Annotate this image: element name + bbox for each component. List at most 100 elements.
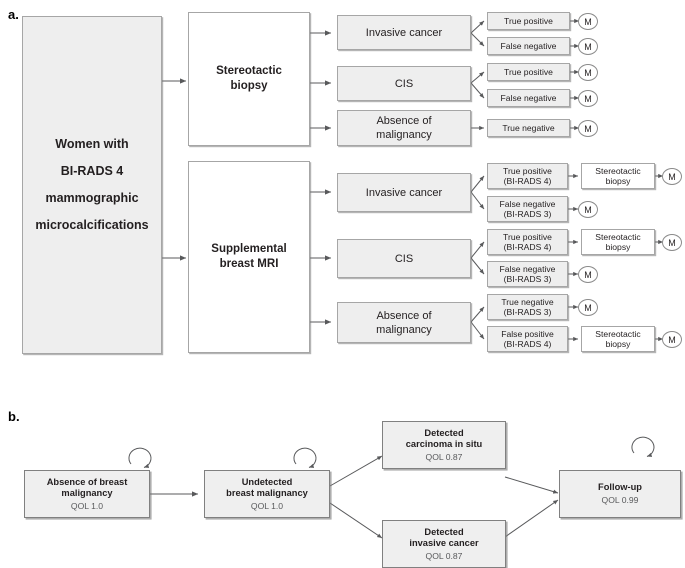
b2-outcome-3-line-2: malignancy — [376, 323, 432, 336]
state-detected-carcinoma-in-situ: Detected carcinoma in situ QOL 0.87 — [382, 421, 506, 469]
b2-markov-node-4: M — [578, 266, 598, 283]
b2-test-4-line-2: (BI-RADS 3) — [503, 274, 552, 284]
markov-label: M — [584, 302, 592, 313]
markov-label: M — [584, 67, 592, 78]
state-2-qol: QOL 1.0 — [250, 500, 284, 511]
state-4-line-2: invasive cancer — [409, 538, 479, 548]
b2-test-5-line-2: (BI-RADS 3) — [503, 307, 552, 317]
b1-test-true-negative: True negative — [487, 119, 570, 137]
root-population-node: Women with BI-RADS 4 mammographic microc… — [22, 16, 162, 354]
b2-test-false-negative-birads3-1: False negative (BI-RADS 3) — [487, 196, 568, 222]
b2-followup-biopsy-2: Stereotactic biopsy — [581, 229, 655, 255]
markov-label: M — [584, 16, 592, 27]
state-3-line-1: Detected — [424, 427, 464, 438]
state-4-qol: QOL 0.87 — [425, 550, 463, 561]
root-line-1: Women with — [55, 137, 129, 151]
b1-outcome-3-line-1: Absence of — [376, 115, 432, 127]
b2-test-1-line-2: (BI-RADS 4) — [503, 176, 552, 186]
b2-followup-biopsy-3: Stereotactic biopsy — [581, 326, 655, 352]
b2-test-3-line-1: True positive — [503, 231, 552, 242]
edge-b1-cis-fn — [470, 82, 485, 99]
b1-test-true-positive-2: True positive — [487, 63, 570, 81]
root-line-4: microcalcifications — [35, 218, 149, 232]
b2-markov-node-6: M — [662, 331, 682, 348]
markov-label: M — [584, 204, 592, 215]
markov-label: M — [584, 269, 592, 280]
b1-outcome-2-line-1: CIS — [394, 77, 414, 90]
state-2-line-1: Undetected — [241, 476, 293, 487]
strategy-2-line-2: breast MRI — [219, 258, 279, 270]
b2-test-5-line-1: True negative — [501, 296, 554, 307]
root-line-3: mammographic — [45, 191, 139, 205]
state-5-qol: QOL 0.99 — [601, 494, 639, 505]
state-1-qol: QOL 1.0 — [70, 500, 104, 511]
state-1-line-1: Absence of breast — [46, 476, 128, 487]
edge-undetected-to-cis — [329, 455, 383, 487]
self-loop-followup — [631, 436, 655, 457]
b2-test-true-positive-birads4-2: True positive (BI-RADS 4) — [487, 229, 568, 255]
b2-followup-3-line-1: Stereotactic — [595, 328, 641, 339]
markov-label: M — [584, 41, 592, 52]
b1-outcome-cis: CIS — [337, 66, 471, 101]
edge-b2-abs-tn — [470, 306, 485, 323]
edge-b2-cis-tp — [470, 241, 485, 259]
b2-test-true-negative-birads3: True negative (BI-RADS 3) — [487, 294, 568, 320]
b2-test-3-line-2: (BI-RADS 4) — [503, 242, 552, 252]
state-undetected-breast-malignancy: Undetected breast malignancy QOL 1.0 — [204, 470, 330, 518]
state-absence-of-breast-malignancy: Absence of breast malignancy QOL 1.0 — [24, 470, 150, 518]
strategy-1-line-2: biopsy — [230, 80, 268, 92]
self-loop-undetected — [293, 447, 317, 468]
b1-outcome-absence-of-malignancy: Absence of malignancy — [337, 110, 471, 146]
b2-test-false-positive-birads4: False positive (BI-RADS 4) — [487, 326, 568, 352]
b2-followup-biopsy-1: Stereotactic biopsy — [581, 163, 655, 189]
state-5-line-1: Follow-up — [598, 482, 642, 493]
edge-cis-to-followup — [504, 476, 559, 494]
b1-test-false-negative-1: False negative — [487, 37, 570, 55]
b1-markov-node-2: M — [578, 38, 598, 55]
state-follow-up: Follow-up QOL 0.99 — [559, 470, 681, 518]
markov-label: M — [668, 237, 676, 248]
b2-markov-node-5: M — [578, 299, 598, 316]
b2-followup-2-line-2: biopsy — [605, 242, 631, 252]
b1-test-true-positive-1: True positive — [487, 12, 570, 30]
b2-test-6-line-2: (BI-RADS 4) — [503, 339, 552, 349]
b1-test-1-line-1: True positive — [504, 15, 553, 26]
state-detected-invasive-cancer: Detected invasive cancer QOL 0.87 — [382, 520, 506, 568]
b1-outcome-1-line-1: Invasive cancer — [365, 26, 443, 39]
strategy-supplemental-mri-node: Supplemental breast MRI — [188, 161, 310, 353]
b1-test-3-line-1: True positive — [504, 66, 553, 77]
state-1-line-2: malignancy — [61, 488, 113, 498]
b2-test-6-line-1: False positive — [501, 328, 554, 339]
b2-outcome-cis: CIS — [337, 239, 471, 278]
b2-followup-1-line-1: Stereotactic — [595, 165, 641, 176]
edge-b1-inv-fn — [470, 32, 485, 47]
edge-b1-cis-tp — [470, 71, 485, 84]
edge-invasive-to-followup — [504, 499, 559, 538]
b1-test-4-line-1: False negative — [500, 92, 557, 103]
b2-outcome-1-line-1: Invasive cancer — [365, 186, 443, 199]
b2-outcome-2-line-1: CIS — [394, 252, 414, 265]
b1-markov-node-5: M — [578, 120, 598, 137]
b1-test-5-line-1: True negative — [502, 122, 555, 133]
markov-label: M — [584, 93, 592, 104]
strategy-stereotactic-biopsy-node: Stereotactic biopsy — [188, 12, 310, 146]
b2-test-1-line-1: True positive — [503, 165, 552, 176]
strategy-2-line-1: Supplemental — [211, 243, 287, 255]
b1-markov-node-4: M — [578, 90, 598, 107]
b1-markov-node-3: M — [578, 64, 598, 81]
state-3-line-2: carcinoma in situ — [405, 439, 483, 449]
state-4-line-1: Detected — [424, 526, 464, 537]
b2-markov-node-1: M — [662, 168, 682, 185]
panel-label-b: b. — [8, 409, 20, 424]
edge-b2-cis-fn — [470, 257, 485, 275]
strategy-1-line-1: Stereotactic — [216, 65, 282, 77]
b1-markov-node-1: M — [578, 13, 598, 30]
b2-test-2-line-1: False negative — [499, 198, 556, 209]
b2-outcome-invasive-cancer: Invasive cancer — [337, 173, 471, 212]
markov-label: M — [668, 171, 676, 182]
edge-undetected-to-invasive — [329, 502, 383, 539]
b2-test-4-line-1: False negative — [499, 263, 556, 274]
b2-test-2-line-2: (BI-RADS 3) — [503, 209, 552, 219]
markov-label: M — [668, 334, 676, 345]
